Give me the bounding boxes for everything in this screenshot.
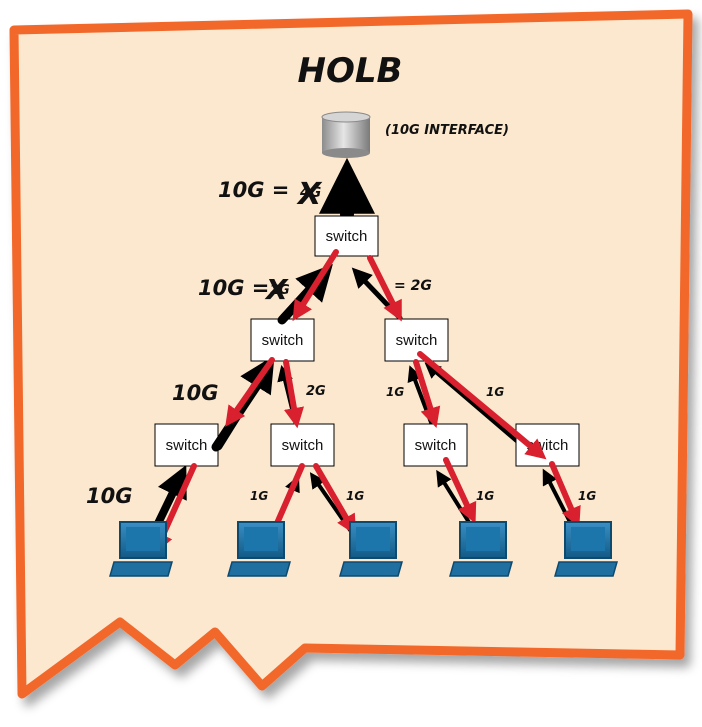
link-labels: 10G = 4G X 10G = 2G X = 2G 10G 2G 1G 1G … <box>86 177 596 508</box>
flow-arrow-left-to-b1 <box>225 357 275 427</box>
switch-bottom-3-label: switch <box>415 437 457 454</box>
computer-icon-1 <box>109 521 173 577</box>
host-1g-c-label: 1G <box>476 489 494 503</box>
switch-bottom-2: switch <box>270 423 335 467</box>
diagram-title: HOLB <box>298 51 403 91</box>
computer-icon-3 <box>339 521 403 577</box>
flow-arrow-right-to-b4 <box>417 351 547 460</box>
switch-top: switch <box>314 215 379 257</box>
switch-right-label: switch <box>396 332 438 349</box>
link-arrow-l3d-to-l2b <box>424 362 522 446</box>
switch-bottom-2-label: switch <box>282 437 324 454</box>
flow-arrow-b2-to-host3 <box>313 463 357 536</box>
server-icon <box>321 111 371 158</box>
left-branch-10g-label: 10G <box>172 381 218 405</box>
computer-icon-2 <box>227 521 291 577</box>
left-trunk-label: 10G = <box>198 276 269 300</box>
right-branch-1g-a-label: 1G <box>386 385 404 399</box>
computer-icon-5 <box>554 521 618 577</box>
note-background <box>9 9 693 699</box>
host-1g-b-label: 1G <box>346 489 364 503</box>
host-1g-d-label: 1G <box>578 489 596 503</box>
server-interface-label: (10G INTERFACE) <box>385 123 509 138</box>
host-10g-label: 10G <box>86 484 132 508</box>
left-branch-2g-label: 2G <box>306 384 326 399</box>
switch-left-label: switch <box>262 332 304 349</box>
right-branch-1g-b-label: 1G <box>486 385 504 399</box>
switch-bottom-1-label: switch <box>166 437 208 454</box>
switch-bottom-1: switch <box>154 423 219 467</box>
computer-icon-4 <box>449 521 513 577</box>
flow-arrow-right-to-b3 <box>413 359 441 429</box>
uplink-label: 10G = <box>218 178 289 202</box>
switch-left: switch <box>250 318 315 362</box>
uplink-cross-out: X <box>296 177 323 212</box>
flow-arrow-top-to-left <box>292 249 339 322</box>
flow-arrow-b3-to-host4 <box>443 457 477 524</box>
switch-top-label: switch <box>326 228 368 245</box>
uplink-struck-value: 4G <box>299 185 321 201</box>
flow-arrow-top-to-right <box>367 255 402 322</box>
left-trunk-cross-out: X <box>264 273 289 306</box>
flow-arrow-b4-to-host5 <box>549 461 581 528</box>
flow-arrow-left-to-b2 <box>283 359 305 429</box>
left-trunk-struck-value: 2G <box>270 283 290 298</box>
host-1g-a-label: 1G <box>250 489 268 503</box>
switch-bottom-3: switch <box>403 423 468 467</box>
right-trunk-label: = 2G <box>394 278 432 294</box>
switch-right: switch <box>384 318 449 362</box>
